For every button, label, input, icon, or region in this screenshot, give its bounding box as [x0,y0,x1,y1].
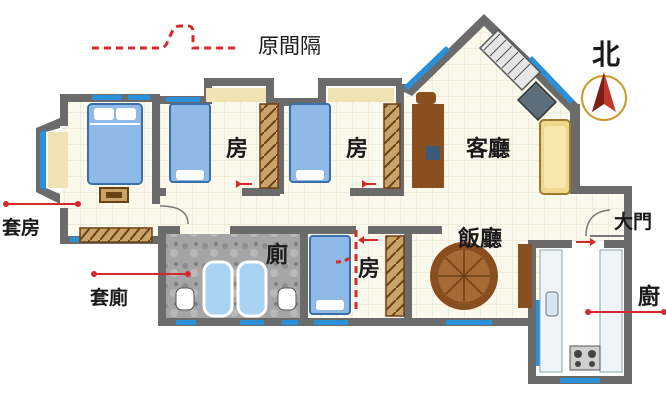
legend: 原間隔 [92,24,321,58]
callouts: 套房 套廁 大門 廚 [1,201,666,315]
room-label-kitchen: 廚 [638,284,660,310]
kitchen [539,249,623,373]
room-label-bathroom: 廁 [266,242,288,268]
main-door [576,209,624,246]
legend-line [92,24,240,50]
room-label-dining-room: 飯廳 [457,226,502,252]
legend-label: 原間隔 [258,34,321,58]
compass-label: 北 [592,38,620,71]
room-label-bedroom-1: 房 [226,136,248,162]
bedroom-small: 房 [309,230,405,317]
living-room: 客廳 [412,28,571,195]
master-bedroom [48,103,189,243]
bathroom: 廁 [166,234,300,318]
bedroom-2: 房 [169,88,279,189]
callout-main-door: 大門 [614,210,652,233]
callout-master-bath: 套廁 [89,286,128,309]
compass: 北 [581,38,627,121]
bedroom-3: 房 [289,88,401,189]
callout-master-bedroom: 套房 [1,216,40,239]
dining-room: 飯廳 [430,226,532,310]
room-label-living-room: 客廳 [466,136,510,162]
room-label-bedroom-2: 房 [346,136,368,162]
room-label-bedroom-3: 房 [358,256,380,282]
